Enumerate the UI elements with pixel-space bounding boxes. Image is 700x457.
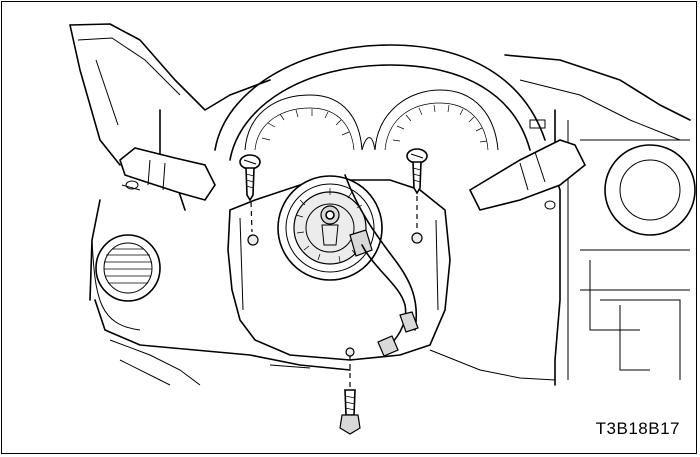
multifunction-switch-right	[468, 139, 587, 211]
screw-left	[239, 154, 261, 233]
screw-bottom	[339, 347, 361, 435]
figure-code-label: T3B18B17	[595, 419, 680, 438]
wire-harness	[344, 174, 419, 357]
clock-spring	[277, 175, 383, 281]
instrument-cluster	[214, 44, 546, 161]
screw-right	[406, 148, 428, 230]
multifunction-switch-left	[119, 147, 216, 201]
speaker-grille	[91, 234, 161, 331]
